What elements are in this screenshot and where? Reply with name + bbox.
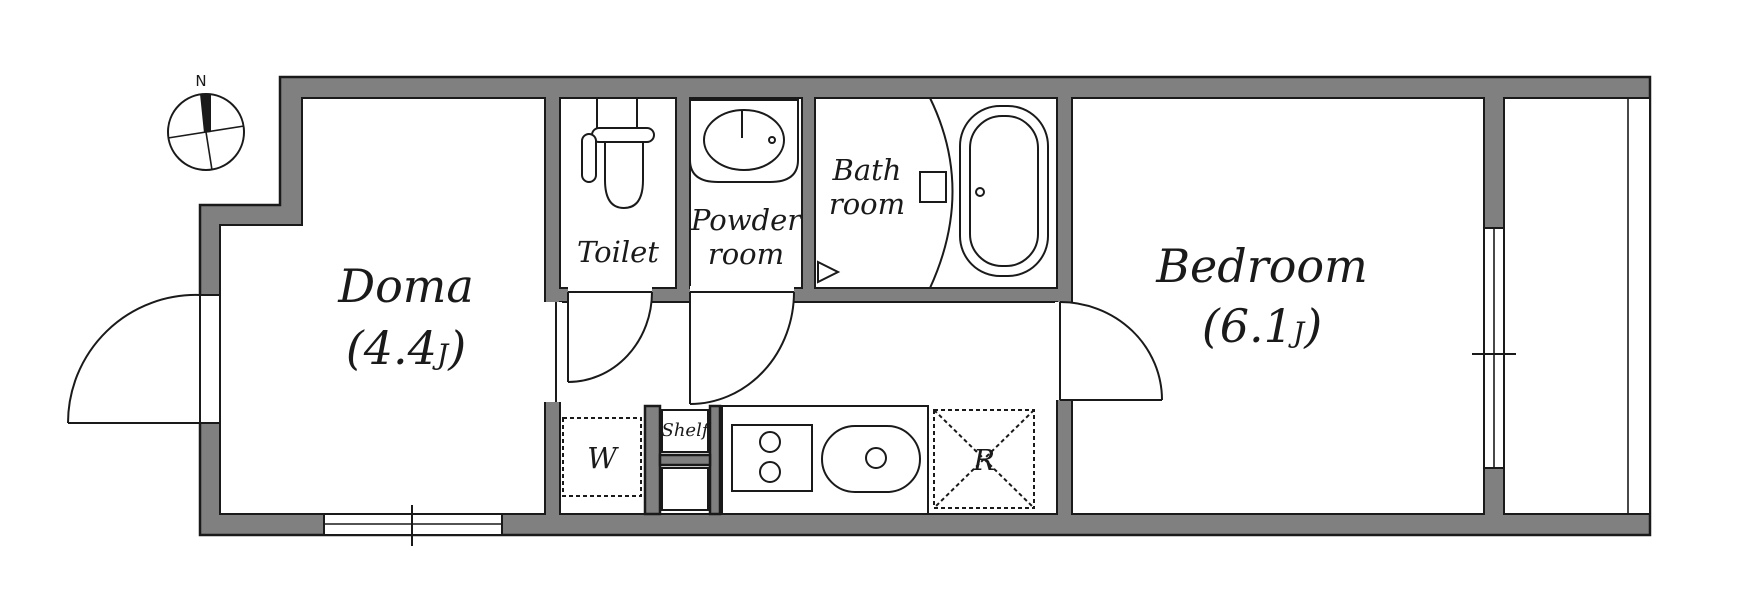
toilet-label: Toilet — [577, 235, 659, 269]
partition-shelf-mid — [658, 453, 712, 467]
doorway-doma-hall — [544, 302, 562, 402]
doma-name: Doma — [337, 259, 474, 313]
kitchen-counter — [721, 405, 929, 515]
shelf-lower — [661, 467, 709, 511]
compass-north: N — [195, 72, 206, 90]
room-bedroom — [1071, 97, 1485, 515]
bedroom-name: Bedroom — [1155, 239, 1367, 293]
cooktop — [731, 424, 813, 492]
doorway-toilet — [568, 286, 652, 304]
shelf-upper — [661, 409, 709, 453]
powder-label-1: Powder — [690, 203, 803, 237]
doorway-bedroom — [1055, 302, 1074, 400]
bedroom-door-swing — [1059, 301, 1163, 401]
doma-size: (4.4J) — [346, 321, 466, 375]
room-balcony — [1503, 97, 1651, 515]
washer-space — [562, 417, 642, 497]
fridge-label: R — [972, 443, 995, 477]
shelf-label: Shelf — [662, 420, 712, 441]
kitchen-sink — [821, 425, 921, 493]
powder-vent — [817, 260, 841, 284]
bath-screen — [929, 97, 954, 289]
partition-shelf — [708, 404, 722, 516]
compass: N — [167, 72, 245, 171]
toilet-fixture — [581, 98, 655, 210]
washer-label: W — [587, 441, 619, 475]
room-doma — [219, 97, 546, 515]
powder-sink — [689, 99, 799, 183]
powder-door-swing — [689, 291, 795, 405]
bedroom-size: (6.1J) — [1202, 299, 1322, 353]
burner-1 — [759, 431, 781, 453]
entry-door-swing — [67, 293, 201, 424]
fridge-space — [933, 409, 1035, 509]
bath-label-2: room — [829, 187, 905, 221]
toilet-door-swing — [567, 291, 653, 383]
bath-drain — [975, 187, 985, 197]
powder-label-2: room — [708, 237, 784, 271]
partition-washer — [643, 404, 662, 516]
burner-2 — [759, 461, 781, 483]
bathtub-inner — [969, 115, 1039, 267]
bathtub — [959, 105, 1049, 277]
bath-faucet — [919, 171, 947, 203]
doorway-powder — [690, 286, 794, 304]
kitchen-sink-drain — [865, 447, 887, 469]
entry-door-frame — [199, 294, 221, 424]
bath-label-1: Bath — [832, 153, 902, 187]
